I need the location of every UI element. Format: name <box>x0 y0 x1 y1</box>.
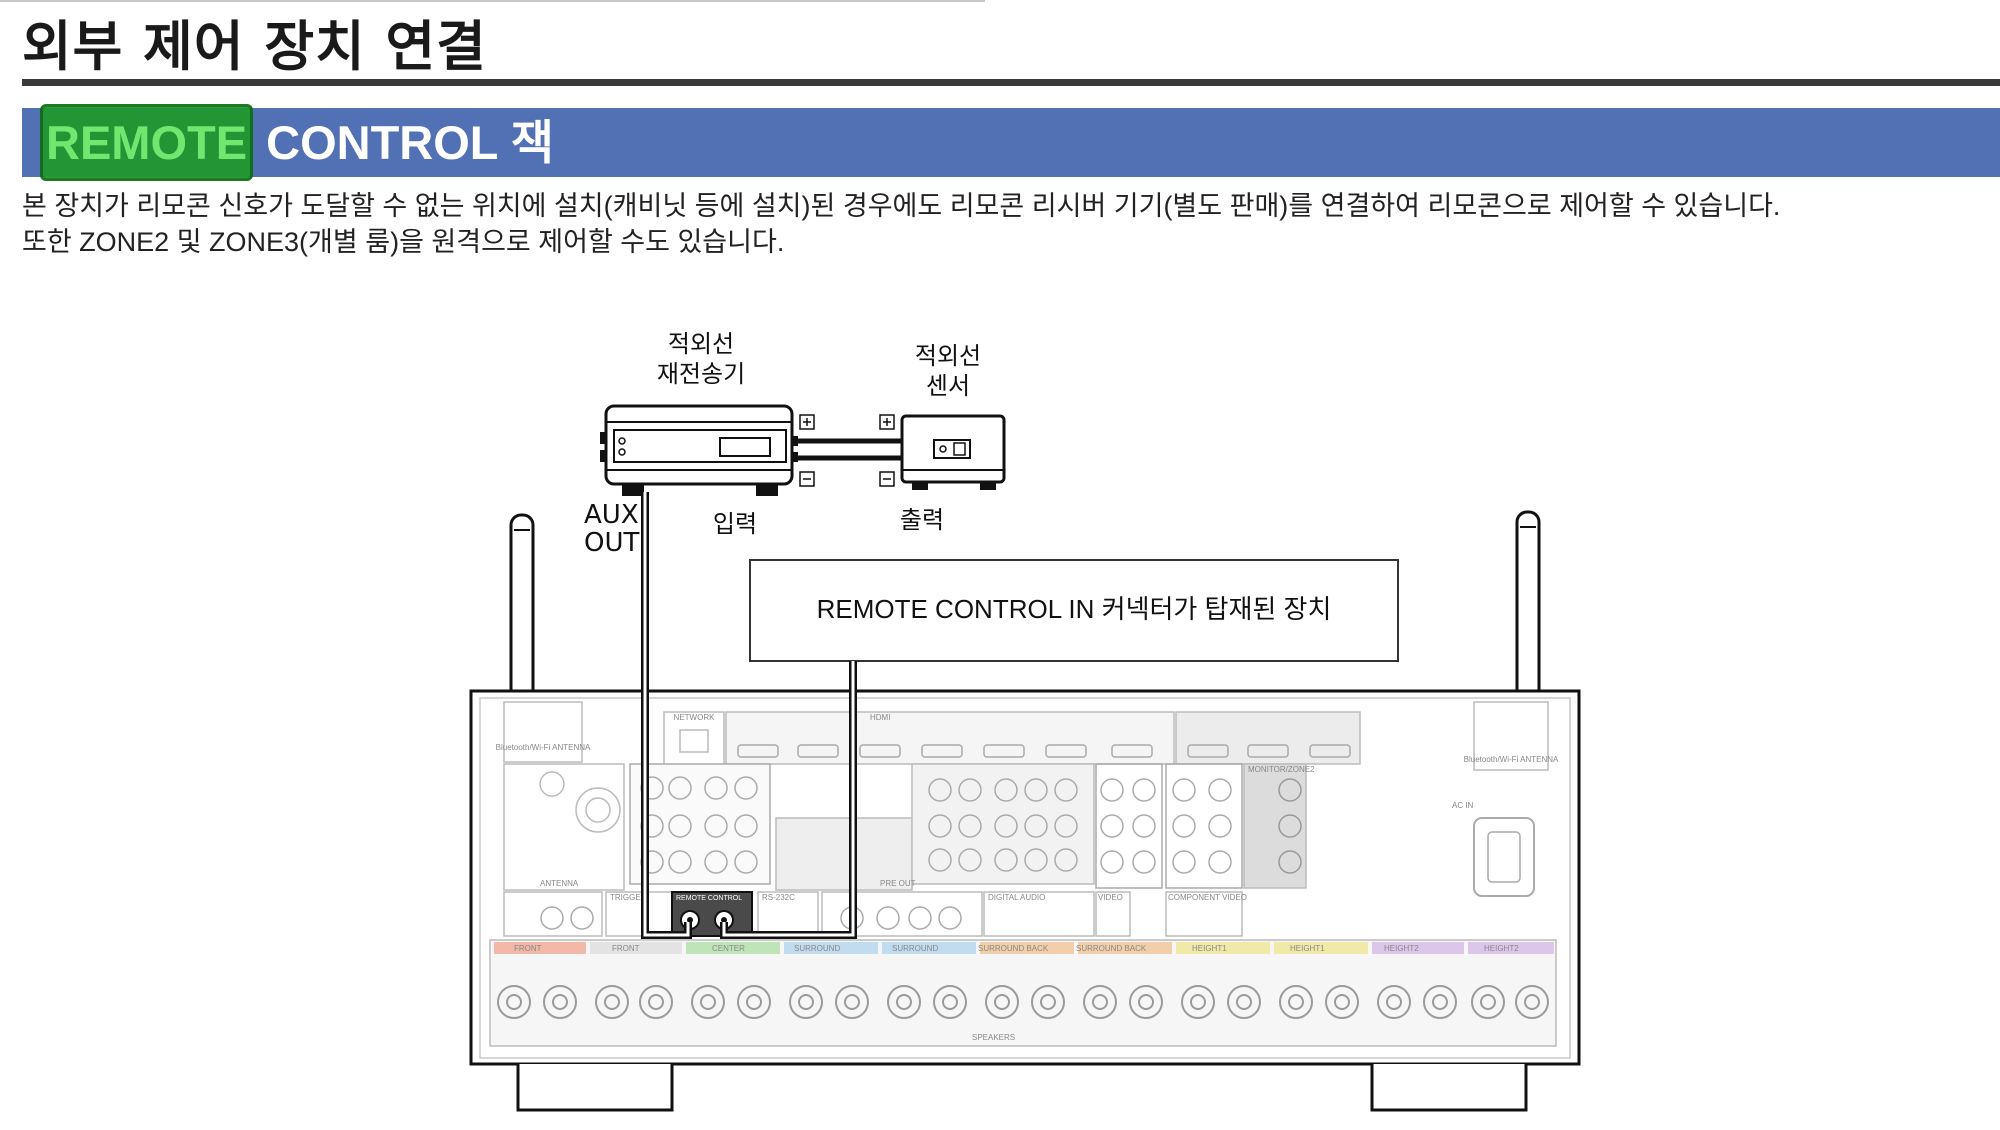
retransmitter-label-2: 재전송기 <box>657 360 745 388</box>
rs232c-label: RS-232C <box>762 893 795 902</box>
speaker-group-labels: FRONT FRONT CENTER SURROUND SURROUND SUR… <box>514 944 1519 953</box>
description-line-1: 본 장치가 리모콘 신호가 도달할 수 없는 위치에 설치(캐비닛 등에 설치)… <box>22 191 1781 221</box>
video-jacks <box>1095 763 1243 889</box>
bt-left-label: Bluetooth/Wi-Fi ANTENNA <box>496 743 591 752</box>
section-heading-rest: CONTROL 잭 <box>266 116 554 169</box>
antenna-label: ANTENNA <box>540 879 579 888</box>
search-highlight: REMOTE <box>40 104 254 181</box>
title-rule <box>22 79 2000 86</box>
trigger-label: TRIGGER <box>610 893 647 902</box>
hdmi-label: HDMI <box>870 713 890 722</box>
ac-in-label: AC IN <box>1452 801 1474 810</box>
monitor-zone2-label: MONITOR/ZONE2 <box>1248 765 1315 774</box>
remote-in-device-box <box>749 559 1399 662</box>
remote-in-device-label: REMOTE CONTROL IN 커넥터가 탑재된 장치 <box>817 594 1332 624</box>
speaker-label: HEIGHT2 <box>1484 944 1519 953</box>
ir-sensor <box>900 414 1006 490</box>
output-label: 출력 <box>900 506 944 534</box>
speaker-label: SURROUND <box>794 944 840 953</box>
pre-out-block: PRE OUT <box>775 763 1095 891</box>
av-receiver: Bluetooth/Wi-Fi ANTENNA Bluetooth/Wi-Fi … <box>469 689 1581 1112</box>
speaker-label: HEIGHT1 <box>1192 944 1227 953</box>
speaker-label: FRONT <box>514 944 542 953</box>
video-label: VIDEO <box>1098 893 1123 902</box>
aux-out-label-2: OUT <box>584 528 639 558</box>
speaker-label: HEIGHT1 <box>1290 944 1325 953</box>
retransmitter-label-1: 적외선 <box>668 330 734 358</box>
speaker-label: HEIGHT2 <box>1384 944 1419 953</box>
remote-cables <box>641 492 857 939</box>
polarity-markers <box>799 414 895 487</box>
speakers-label: SPEAKERS <box>972 1033 1015 1042</box>
analog-jacks <box>629 763 771 885</box>
sensor-label-1: 적외선 <box>915 342 981 370</box>
aux-out-label-1: AUX <box>584 500 639 530</box>
page-title: 외부 제어 장치 연결 <box>22 15 487 78</box>
ir-cables <box>798 438 902 461</box>
speaker-label: SURROUND BACK <box>978 944 1049 953</box>
antenna-right <box>1515 510 1541 704</box>
description-line-2: 또한 ZONE2 및 ZONE3(개별 룸)을 원격으로 제어할 수도 있습니다… <box>22 227 785 257</box>
section-heading: REMOTE CONTROL 잭 <box>40 104 554 181</box>
speaker-terminals: FRONT FRONT CENTER SURROUND SURROUND SUR… <box>489 939 1557 1047</box>
section-header-bar <box>22 108 2000 177</box>
description: 본 장치가 리모콘 신호가 도달할 수 없는 위치에 설치(캐비닛 등에 설치)… <box>22 188 1780 260</box>
pre-out-label: PRE OUT <box>880 879 916 888</box>
bt-right-label: Bluetooth/Wi-Fi ANTENNA <box>1464 755 1559 764</box>
digital-audio-label: DIGITAL AUDIO <box>988 893 1045 902</box>
input-label: 입력 <box>713 510 757 538</box>
remote-control-jack-label: REMOTE CONTROL <box>676 895 742 902</box>
component-video-label: COMPONENT VIDEO <box>1168 893 1247 902</box>
speaker-label: SURROUND BACK <box>1076 944 1147 953</box>
top-rule <box>0 0 985 2</box>
speaker-label: FRONT <box>612 944 640 953</box>
speaker-label: SURROUND <box>892 944 938 953</box>
ir-retransmitter <box>600 404 798 496</box>
network-label: NETWORK <box>674 713 716 722</box>
antenna-left <box>509 513 535 705</box>
speaker-label: CENTER <box>712 944 745 953</box>
sensor-label-2: 센서 <box>926 372 970 400</box>
